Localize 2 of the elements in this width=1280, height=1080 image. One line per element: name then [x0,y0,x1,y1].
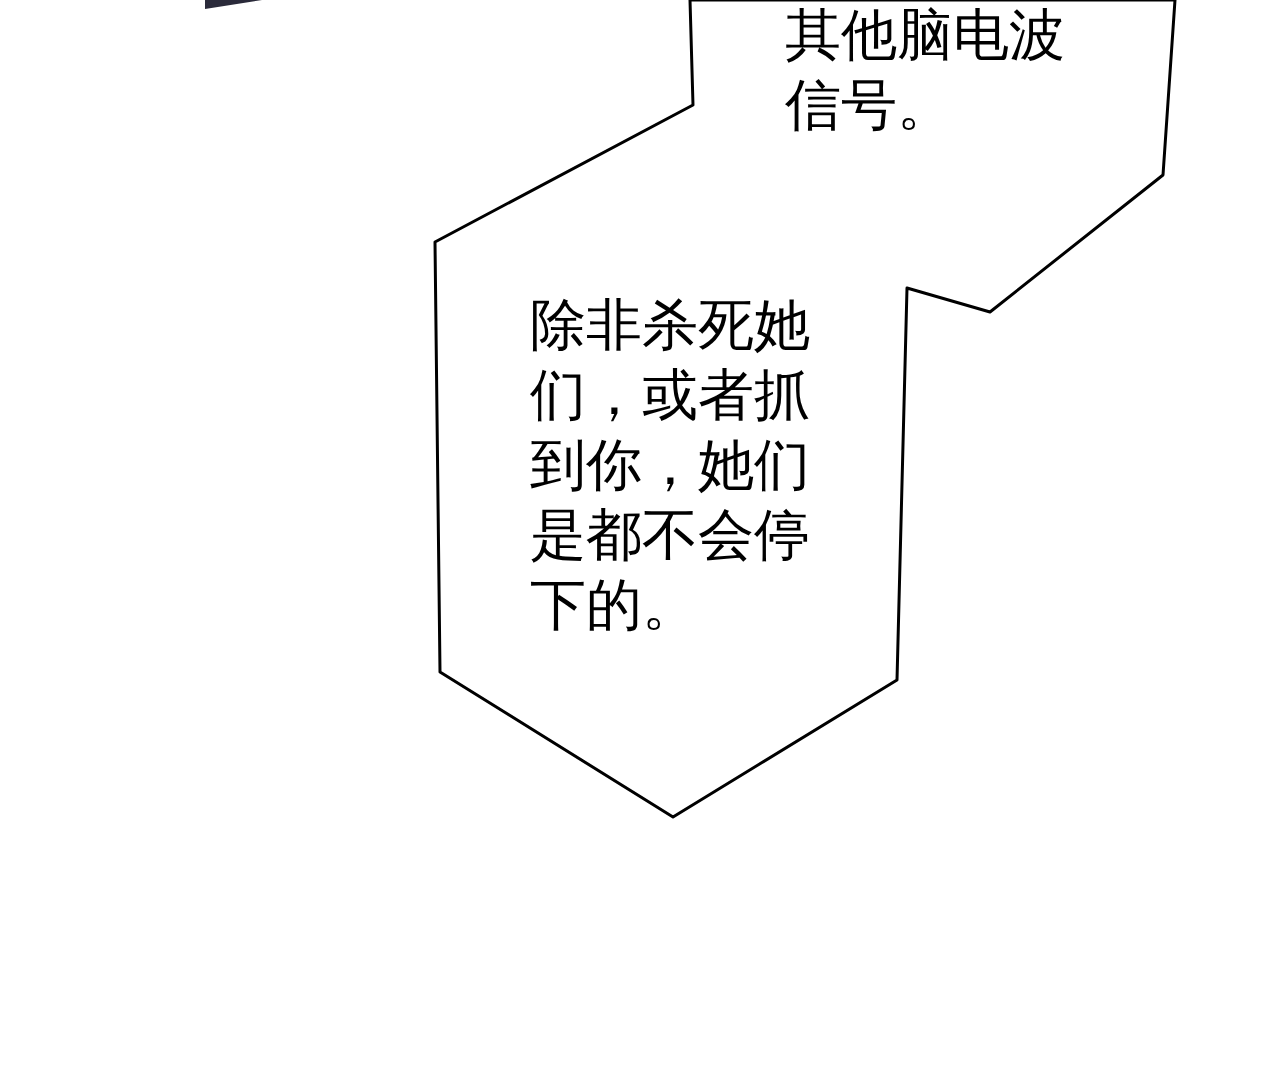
dialogue-text: 其他脑电波信号。 [785,1,1066,139]
dialogue-text: 除非杀死她们，或者抓到你，她们是都不会停下的。 [530,291,811,639]
